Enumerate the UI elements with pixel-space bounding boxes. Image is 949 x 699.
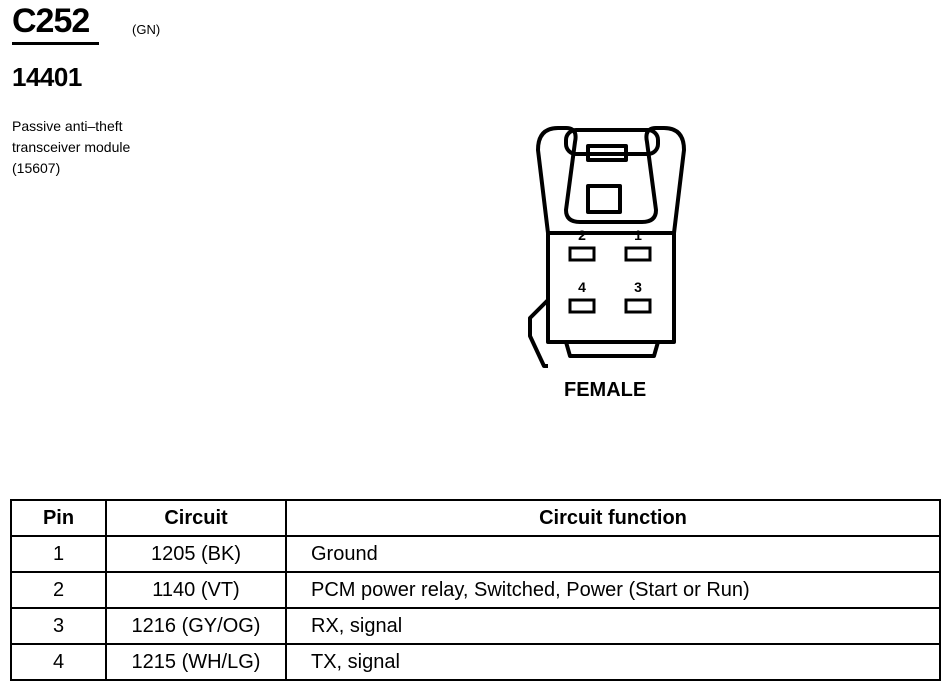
connector-id: C252 (12, 2, 90, 40)
table-row: 3 1216 (GY/OG) RX, signal (10, 607, 941, 645)
cavity-label: 2 (578, 227, 586, 243)
view-label: FEMALE (564, 379, 647, 401)
circuit-cell: 1215 (WH/LG) (105, 643, 287, 681)
keying-window (586, 184, 622, 214)
description-line: transceiver module (12, 139, 131, 155)
table-row: 4 1215 (WH/LG) TX, signal (10, 643, 941, 681)
cavity-3 (624, 298, 652, 314)
table-header-row: Pin Circuit Circuit function (10, 499, 941, 537)
lock-tab-window (586, 144, 628, 162)
left-latch-arm (536, 126, 581, 234)
pinout-table: Pin Circuit Circuit function 1 1205 (BK)… (10, 499, 941, 681)
connector-face-diagram: 2 1 4 3 (528, 126, 686, 368)
side-latch (528, 298, 550, 368)
right-latch-arm (641, 126, 686, 234)
pin-cell: 3 (10, 607, 107, 645)
pin-cell: 4 (10, 643, 107, 681)
connector-body (546, 231, 676, 344)
lock-tab (564, 128, 660, 156)
function-cell: PCM power relay, Switched, Power (Start … (285, 571, 941, 609)
cavity-label: 3 (634, 279, 642, 295)
table-row: 2 1140 (VT) PCM power relay, Switched, P… (10, 571, 941, 609)
table-row: 1 1205 (BK) Ground (10, 535, 941, 573)
part-number: 14401 (12, 62, 82, 92)
cavity-4 (568, 298, 596, 314)
column-header-pin: Pin (10, 499, 107, 537)
component-description: Passive anti–theft transceiver module (1… (12, 116, 130, 179)
cavity-label: 4 (578, 279, 586, 295)
column-header-circuit: Circuit (105, 499, 287, 537)
circuit-cell: 1216 (GY/OG) (105, 607, 287, 645)
cavity-label: 1 (634, 227, 642, 243)
description-line: Passive anti–theft (12, 118, 123, 134)
color-code: (GN) (132, 22, 161, 37)
function-cell: RX, signal (285, 607, 941, 645)
function-cell: Ground (285, 535, 941, 573)
pin-cell: 1 (10, 535, 107, 573)
bottom-flange (564, 341, 660, 358)
circuit-cell: 1205 (BK) (105, 535, 287, 573)
description-line: (15607) (12, 160, 61, 176)
cavity-2 (568, 246, 596, 262)
column-header-function: Circuit function (285, 499, 941, 537)
connector-id-underline (12, 42, 99, 45)
function-cell: TX, signal (285, 643, 941, 681)
pin-cell: 2 (10, 571, 107, 609)
circuit-cell: 1140 (VT) (105, 571, 287, 609)
cavity-1 (624, 246, 652, 262)
